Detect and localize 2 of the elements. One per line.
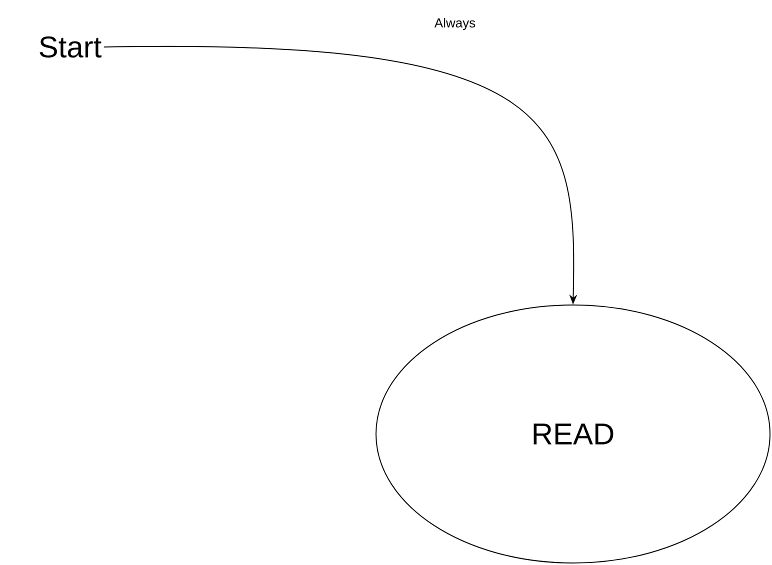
- edge-label: Always: [433, 16, 477, 32]
- start-label: Start: [40, 36, 102, 58]
